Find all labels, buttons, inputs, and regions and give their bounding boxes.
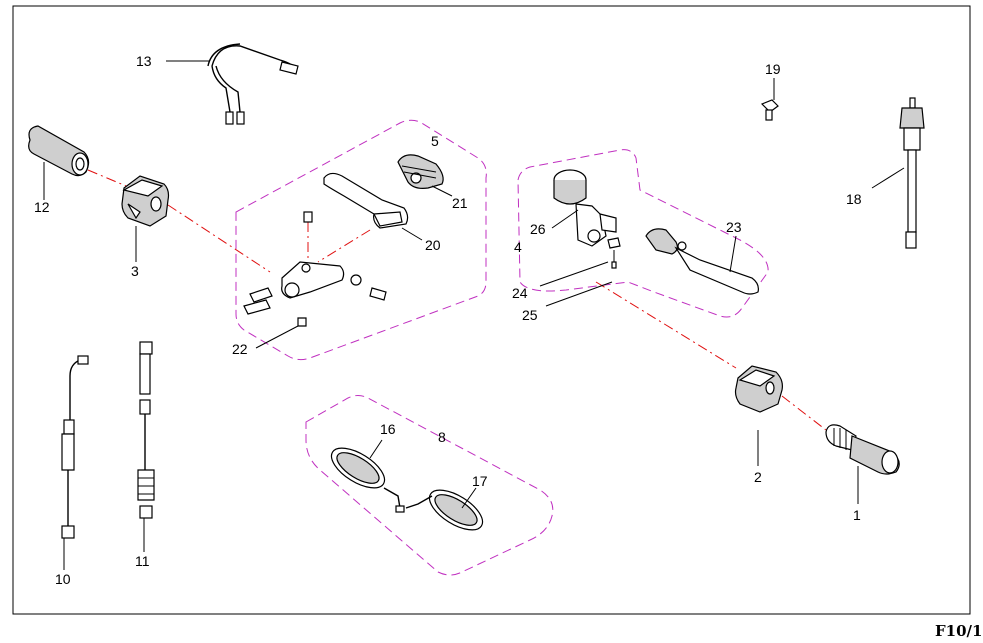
callout-3: 3 <box>131 263 139 279</box>
drawing-frame <box>12 5 971 615</box>
part-13-wire-harness <box>207 43 299 125</box>
callout-8: 8 <box>438 429 446 445</box>
callout-21: 21 <box>452 195 468 211</box>
callout-1: 1 <box>853 507 861 523</box>
callout-25: 25 <box>522 307 538 323</box>
callout-13: 13 <box>136 53 152 69</box>
axis-right-grip <box>781 395 827 431</box>
callout-23: 23 <box>726 219 742 235</box>
leader-20 <box>401 227 423 241</box>
callout-11: 11 <box>135 553 150 569</box>
part-12-left-grip <box>28 125 90 177</box>
leader-24 <box>539 261 609 287</box>
callout-19: 19 <box>765 61 781 77</box>
axis-switch-left <box>167 204 271 273</box>
callout-2: 2 <box>754 469 762 485</box>
leader-17 <box>461 487 477 509</box>
part-lever-bracket <box>243 211 387 327</box>
part-17-mirror <box>405 489 484 531</box>
callout-4: 4 <box>514 239 522 255</box>
part-2-right-switch <box>734 365 783 413</box>
leader-16 <box>369 439 383 459</box>
part-18-plug <box>899 97 925 249</box>
callout-20: 20 <box>425 237 441 253</box>
axis-grip-left <box>87 169 127 187</box>
axis-lever-20 <box>317 229 371 263</box>
group-outline-8 <box>305 395 554 576</box>
part-3-left-switch <box>121 175 170 227</box>
callout-17: 17 <box>472 473 488 489</box>
leader-25 <box>545 281 613 307</box>
part-24-25-small-pieces <box>607 237 621 269</box>
part-26-master-cylinder <box>553 169 617 247</box>
group-outline-4 <box>517 149 769 318</box>
callout-16: 16 <box>380 421 396 437</box>
part-11-cable <box>137 341 155 519</box>
part-16-mirror <box>330 447 405 513</box>
leader-18 <box>871 167 905 189</box>
leader-22 <box>255 325 299 349</box>
callout-5: 5 <box>431 133 439 149</box>
figure-code: F10/1 <box>935 622 982 640</box>
callout-10: 10 <box>55 571 71 587</box>
part-21-cover <box>397 154 444 189</box>
part-19-bolt <box>760 99 779 121</box>
axis-right-side <box>595 281 737 369</box>
leader-21 <box>431 185 453 197</box>
callout-26: 26 <box>530 221 546 237</box>
callout-12: 12 <box>34 199 50 215</box>
callout-22: 22 <box>232 341 248 357</box>
part-20-lever <box>323 172 409 229</box>
callout-24: 24 <box>512 285 528 301</box>
group-outline-5 <box>235 119 487 361</box>
part-10-cable <box>61 355 89 539</box>
leader-23 <box>729 235 737 273</box>
part-23-brake-lever <box>645 228 759 295</box>
callout-18: 18 <box>846 191 862 207</box>
part-1-throttle-grip <box>825 424 900 475</box>
leader-26 <box>551 209 579 229</box>
